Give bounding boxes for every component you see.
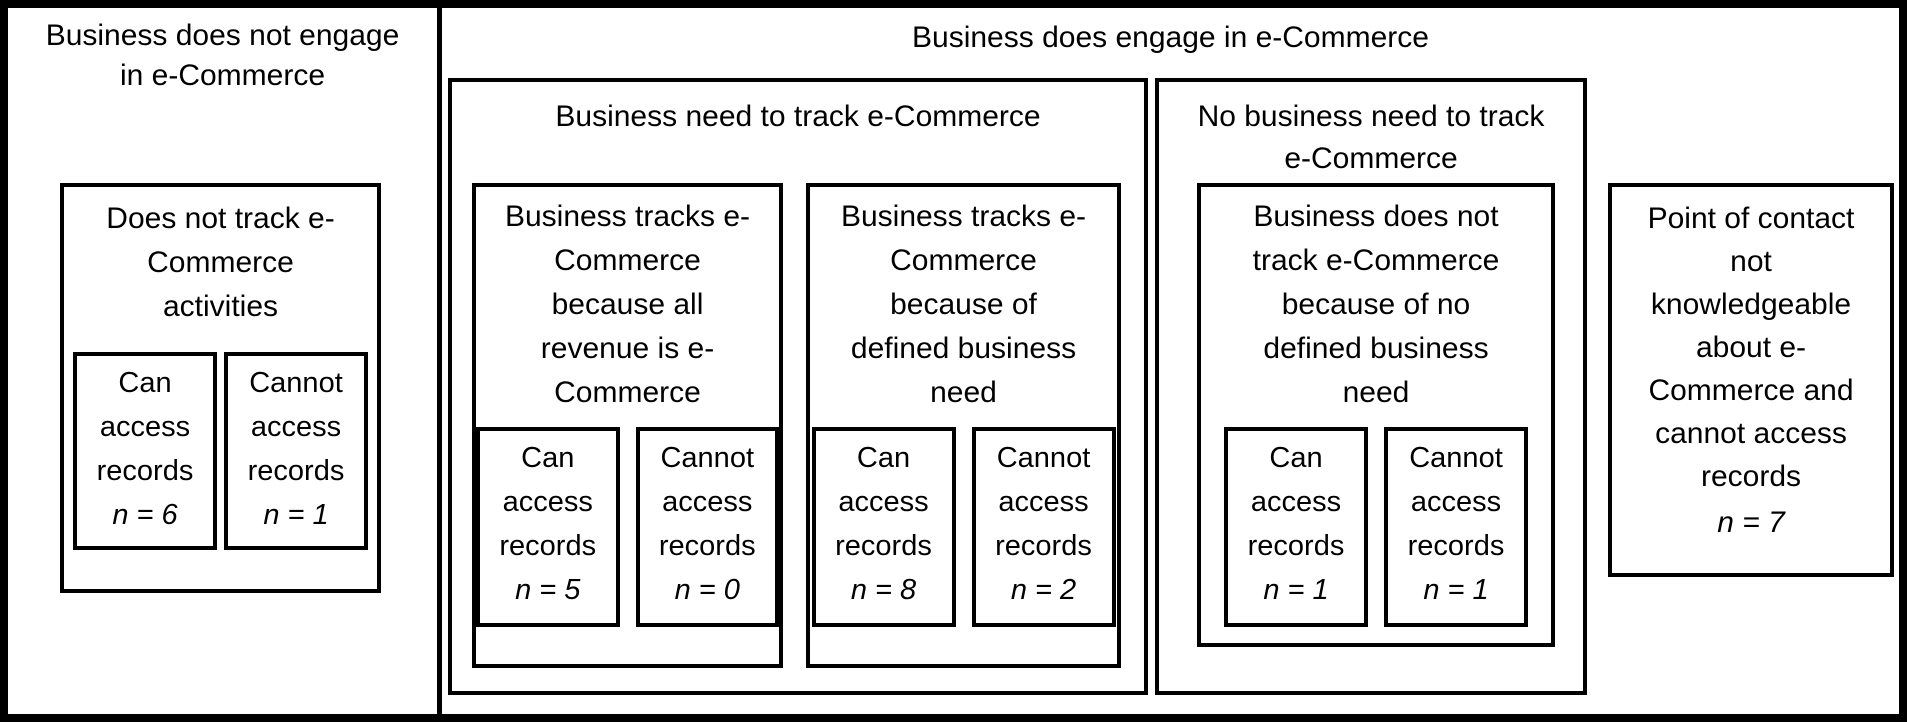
leaf-row: Can access records n = 8 Cannot access r… <box>810 427 1117 627</box>
leaf-label: Cannot access records <box>995 442 1092 562</box>
leaf-cannot-access-records: Cannot access records n = 2 <box>971 427 1116 627</box>
leaf-label: Cannot access records <box>1407 442 1505 562</box>
leaf-label: Can access records <box>499 442 597 562</box>
leaf-label: Can access records <box>1247 442 1345 562</box>
no-need-to-track-group-title: No business need to track e-Commerce <box>1197 100 1545 175</box>
no-defined-business-need-box-title: Business does not track e-Commerce becau… <box>1252 200 1500 409</box>
all-revenue-box: Business tracks e- Commerce because all … <box>472 183 783 668</box>
sample-count: n = 7 <box>1717 506 1785 539</box>
sample-count: n = 0 <box>674 574 740 606</box>
sample-count: n = 1 <box>1423 574 1489 606</box>
sample-count: n = 5 <box>515 574 581 606</box>
defined-business-need-box-title: Business tracks e- Commerce because of d… <box>840 200 1087 409</box>
leaf-cannot-access-records: Cannot access records n = 0 <box>635 427 779 627</box>
leaf-row: Can access records n = 5 Cannot access r… <box>476 427 779 627</box>
leaf-label: Can access records <box>835 442 932 562</box>
leaf-label: Can access records <box>96 367 194 487</box>
leaf-row: Can access records n = 1 Cannot access r… <box>1201 427 1551 627</box>
leaf-row: Can access records n = 6 Cannot access r… <box>64 352 377 550</box>
does-not-track-box-title: Does not track e- Commerce activities <box>106 202 335 323</box>
not-engage-section-title: Business does not engage in e-Commerce <box>45 19 400 92</box>
leaf-cannot-access-records: Cannot access records n = 1 <box>1384 427 1528 627</box>
leaf-label: Cannot access records <box>247 367 345 487</box>
all-revenue-box-title: Business tracks e- Commerce because all … <box>504 200 751 409</box>
leaf-can-access-records: Can access records n = 5 <box>476 427 620 627</box>
section-divider-line <box>437 0 442 722</box>
sample-count: n = 6 <box>112 499 178 531</box>
point-of-contact-box-title: Point of contact not knowledgeable about… <box>1647 202 1855 493</box>
point-of-contact-box: Point of contact not knowledgeable about… <box>1608 183 1894 577</box>
sample-count: n = 1 <box>263 499 329 531</box>
leaf-can-access-records: Can access records n = 8 <box>811 427 956 627</box>
sample-count: n = 2 <box>1010 574 1077 606</box>
sample-count: n = 1 <box>1263 574 1329 606</box>
leaf-can-access-records: Can access records n = 6 <box>73 352 217 550</box>
leaf-label: Cannot access records <box>658 442 756 562</box>
no-need-to-track-group-box: No business need to track e-Commerce Bus… <box>1155 78 1587 695</box>
leaf-can-access-records: Can access records n = 1 <box>1224 427 1368 627</box>
leaf-cannot-access-records: Cannot access records n = 1 <box>224 352 368 550</box>
defined-business-need-box: Business tracks e- Commerce because of d… <box>806 183 1121 668</box>
does-not-track-box: Does not track e- Commerce activities Ca… <box>60 183 381 593</box>
no-defined-business-need-box: Business does not track e-Commerce becau… <box>1197 183 1555 647</box>
need-to-track-group-title: Business need to track e-Commerce <box>555 100 1041 133</box>
engage-section-title: Business does engage in e-Commerce <box>912 21 1429 54</box>
need-to-track-group-box: Business need to track e-Commerce Busine… <box>448 78 1148 695</box>
sample-count: n = 8 <box>850 574 917 606</box>
